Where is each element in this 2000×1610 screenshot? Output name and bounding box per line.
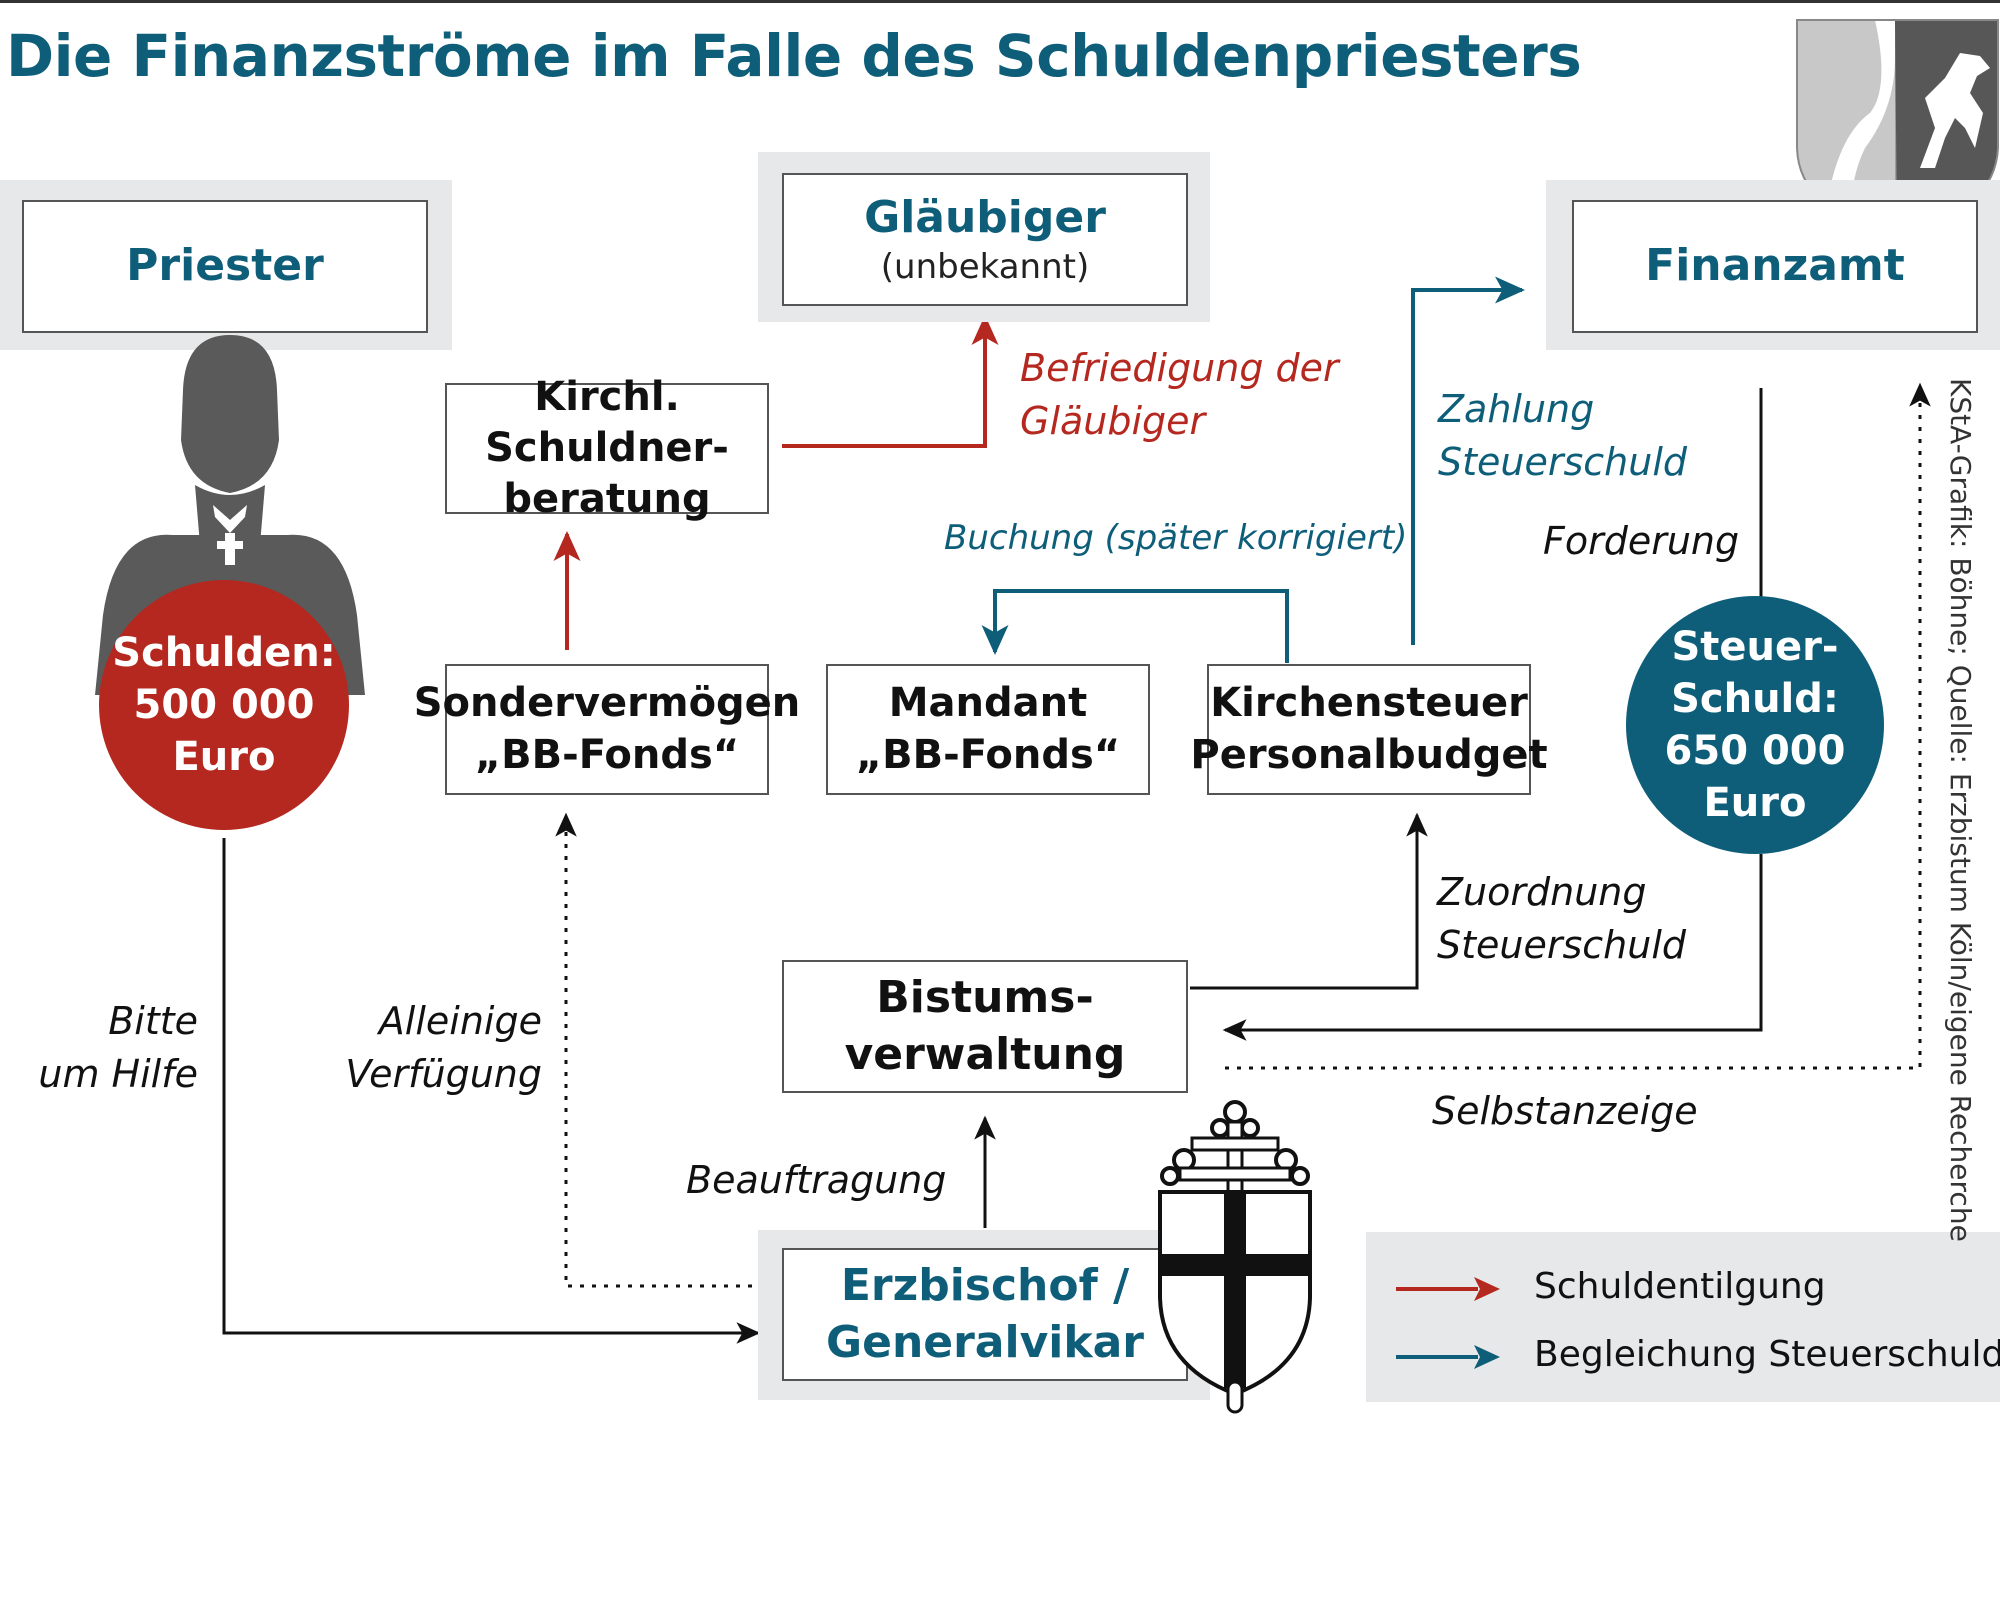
arrow-zahlung-steuerschuld <box>1411 276 1525 645</box>
arrow-befriedigung <box>782 315 999 448</box>
label-alleinige-verfuegung: Alleinige Verfügung <box>320 995 542 1101</box>
schuldnerberatung-box: Kirchl. Schuldner- beratung <box>445 374 769 522</box>
label-befriedigung-line-2: Gläubiger <box>1020 399 1206 444</box>
bistumsverwaltung-line-1: Bistums- <box>876 972 1094 1024</box>
steuerschuld-line-1: Steuer- <box>1671 624 1839 670</box>
label-selbstanzeige: Selbstanzeige <box>1432 1089 1698 1133</box>
legend-teal-label: Begleichung Steuerschuld <box>1534 1334 2000 1375</box>
kirchensteuer-line-1: Kirchensteuer <box>1210 680 1528 727</box>
label-zuordnung-line-1: Zuordnung <box>1437 870 1647 914</box>
mandant-line-2: „BB-Fonds“ <box>855 731 1121 778</box>
arrow-buchung <box>981 589 1289 663</box>
bistumsverwaltung-box: Bistums- verwaltung <box>782 960 1188 1093</box>
legend-teal-arrow-icon <box>1396 1345 1500 1369</box>
mandant-box: Mandant „BB-Fonds“ <box>826 664 1150 795</box>
schulden-line-3: Euro <box>172 734 276 780</box>
finanzamt-label: Finanzamt <box>1645 240 1905 292</box>
arrow-bitte-um-hilfe <box>222 838 761 1344</box>
erzbischof-box: Erzbischof / Generalvikar <box>782 1248 1188 1381</box>
steuerschuld-circle: Steuer- Schuld: 650 000 Euro <box>1626 596 1884 854</box>
kirchensteuer-box: Kirchensteuer Personalbudget <box>1190 664 1548 795</box>
glaeubiger-title: Gläubiger <box>864 191 1106 243</box>
label-zahlung-line-1: Zahlung <box>1438 387 1595 431</box>
top-rule <box>0 0 2000 3</box>
label-alleinige-line-1: Alleinige <box>378 999 542 1043</box>
label-zahlung: Zahlung Steuerschuld <box>1438 383 1687 489</box>
legend-panel: Schuldentilgung Begleichung Steuerschuld <box>1366 1232 2000 1402</box>
finanzamt-box: Finanzamt <box>1572 200 1978 333</box>
schulden-line-2: 500 000 <box>133 682 315 728</box>
label-forderung: Forderung <box>1543 519 1740 563</box>
label-bitte-line-1: Bitte <box>108 999 198 1043</box>
label-bitte-line-2: um Hilfe <box>38 1052 198 1097</box>
priester-box: Priester <box>22 200 428 333</box>
page-title: Die Finanzströme im Falle des Schuldenpr… <box>6 22 1582 90</box>
legend-red-arrow-icon <box>1396 1277 1500 1301</box>
sondervermoegen-line-1: Sondervermögen <box>413 680 801 727</box>
label-zuordnung-line-2: Steuerschuld <box>1437 923 1687 968</box>
steuerschuld-line-3: 650 000 <box>1664 728 1846 774</box>
arrow-zuordnung <box>1190 812 1428 990</box>
kirchensteuer-line-2: Personalbudget <box>1190 731 1548 778</box>
priester-label: Priester <box>126 240 324 292</box>
label-alleinige-line-2: Verfügung <box>345 1052 542 1097</box>
label-befriedigung-line-1: Befriedigung der <box>1020 346 1339 390</box>
bistumsverwaltung-line-2: verwaltung <box>844 1028 1126 1080</box>
steuerschuld-line-2: Schuld: <box>1671 676 1839 722</box>
schuldnerberatung-line-2: beratung <box>503 476 711 523</box>
label-buchung: Buchung (später korrigiert) <box>944 518 1408 558</box>
legend-red-label: Schuldentilgung <box>1534 1266 1826 1307</box>
label-bitte-um-hilfe: Bitte um Hilfe <box>20 995 198 1101</box>
schulden-line-1: Schulden: <box>112 630 336 676</box>
archdiocese-coat-of-arms-icon <box>1158 1100 1312 1414</box>
source-credit: KStA-Grafik: Böhne; Quelle: Erzbistum Kö… <box>1944 378 1977 1242</box>
arrow-alleinige-verfuegung <box>555 812 752 1288</box>
sondervermoegen-box: Sondervermögen „BB-Fonds“ <box>414 664 800 795</box>
label-zuordnung: Zuordnung Steuerschuld <box>1437 866 1686 972</box>
label-beauftragung: Beauftragung <box>686 1158 947 1202</box>
arrow-forderung <box>1222 854 1763 1041</box>
sondervermoegen-line-2: „BB-Fonds“ <box>474 731 740 778</box>
glaeubiger-subtitle: (unbekannt) <box>880 246 1090 287</box>
steuerschuld-line-4: Euro <box>1703 780 1807 826</box>
glaeubiger-box: Gläubiger (unbekannt) <box>782 173 1188 306</box>
erzbischof-line-1: Erzbischof / <box>840 1260 1130 1312</box>
schuldnerberatung-line-1: Kirchl. Schuldner- <box>485 373 729 471</box>
arrow-selbstanzeige <box>1225 382 1931 1070</box>
mandant-line-1: Mandant <box>888 680 1088 727</box>
label-befriedigung: Befriedigung der Gläubiger <box>1020 342 1339 448</box>
label-zahlung-line-2: Steuerschuld <box>1438 440 1688 485</box>
erzbischof-line-2: Generalvikar <box>825 1316 1144 1368</box>
schulden-circle: Schulden: 500 000 Euro <box>99 580 349 830</box>
